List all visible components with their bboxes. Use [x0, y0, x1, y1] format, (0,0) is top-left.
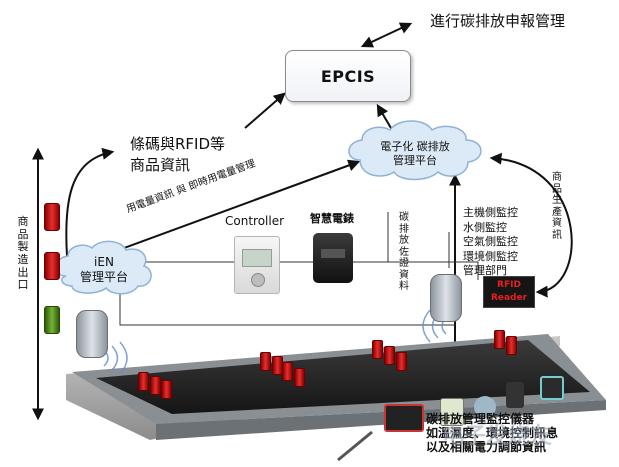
- controller-device-icon: [234, 236, 280, 294]
- watermark-logo: 电子发烧友: [442, 418, 612, 466]
- barcode-rfid-label: 條碼與RFID等: [130, 135, 226, 153]
- arrow-epcis-to-reporting: [360, 22, 413, 48]
- cola-can-icon: [138, 372, 149, 391]
- green-can-icon: [44, 306, 60, 334]
- cloud-ien: [55, 240, 152, 295]
- ien-line2: 管理平台: [79, 270, 128, 284]
- cola-can-icon: [44, 252, 60, 280]
- product-shipment-label: 商品製造出口: [17, 215, 29, 292]
- cola-can-icon: [260, 352, 271, 371]
- epcis-label: EPCIS: [320, 66, 376, 86]
- cola-can-icon: [282, 362, 293, 381]
- caption-line2: 如溫濕度、環境控制訊息: [426, 426, 559, 440]
- smart-meter-display: [321, 249, 345, 258]
- cola-can-icon: [506, 336, 517, 355]
- cola-can-icon: [161, 380, 172, 399]
- carbon-evidence-data-label: 碳排放佐證資料: [399, 212, 409, 292]
- smart-meter-label: 智慧電錶: [310, 212, 354, 225]
- thermometer-probe: [337, 430, 373, 462]
- controller-screen: [242, 249, 272, 267]
- arrow-barcode-to-epcis: [244, 92, 286, 129]
- smart-meter-icon: [313, 233, 353, 283]
- instrument-caption: 碳排放管理監控儀器 如溫濕度、環境控制訊息 以及相關電力調節資訊: [426, 412, 558, 454]
- cola-can-icon: [372, 340, 383, 359]
- conveyor-belt: [66, 334, 606, 440]
- humidity-sensor-icon: [440, 398, 464, 426]
- caption-line3: 以及相關電力調節資訊: [426, 440, 547, 454]
- product-info-label: 商品資訊: [130, 156, 191, 174]
- arrow-ien-platform: [94, 159, 361, 261]
- cola-can-icon: [494, 330, 505, 349]
- epcis-box: EPCIS: [285, 50, 411, 102]
- ien-platform-label: iEN 管理平台: [62, 255, 146, 285]
- carbon-reporting-label: 進行碳排放申報管理: [430, 12, 566, 30]
- monitor-item: 空氣側監控: [463, 235, 518, 248]
- monitoring-list: 主機側監控 水側監控 空氣側監控 環境側監控 管理部門: [463, 206, 518, 279]
- carbon-platform-line1: 電子化 碳排放: [380, 140, 450, 153]
- controller-label: Controller: [225, 214, 285, 228]
- arrow-rfid-to-platform: [489, 152, 573, 298]
- cola-can-icon: [294, 368, 305, 387]
- monitor-item: 主機側監控: [463, 206, 518, 219]
- cola-can-icon: [44, 203, 60, 231]
- monitor-item: 環境側監控: [463, 249, 518, 263]
- environment-controller-icon: [540, 376, 564, 400]
- cola-can-icon: [384, 346, 395, 365]
- arrow-ien-to-barcode: [65, 147, 115, 271]
- carbon-platform-line2: 管理平台: [393, 153, 437, 167]
- controller-knob: [251, 273, 265, 287]
- rfid-reader-label: RFID Reader: [490, 280, 528, 303]
- fan-sensor-icon: [474, 396, 496, 418]
- cloud-carbon-platform: [348, 120, 482, 181]
- watermark-text: 电子发烧友: [442, 424, 553, 449]
- carbon-platform-label: 電子化 碳排放 管理平台: [362, 140, 468, 168]
- caption-line1: 碳排放管理監控儀器: [426, 412, 535, 426]
- rfid-reader-icon: RFID Reader: [483, 276, 535, 308]
- cola-can-icon: [396, 352, 407, 371]
- power-meter-icon: [506, 382, 524, 408]
- monitor-item: 管理部門: [463, 264, 507, 277]
- left-rfid-sensor-icon: [76, 310, 108, 358]
- ien-line1: iEN: [94, 255, 114, 269]
- monitor-item: 水側監控: [463, 220, 507, 234]
- right-rfid-sensor-icon: [430, 274, 462, 322]
- cola-can-icon: [150, 376, 161, 395]
- monitoring-instrument-icon: [384, 404, 424, 432]
- product-production-info-label: 商品生產資訊: [552, 172, 562, 241]
